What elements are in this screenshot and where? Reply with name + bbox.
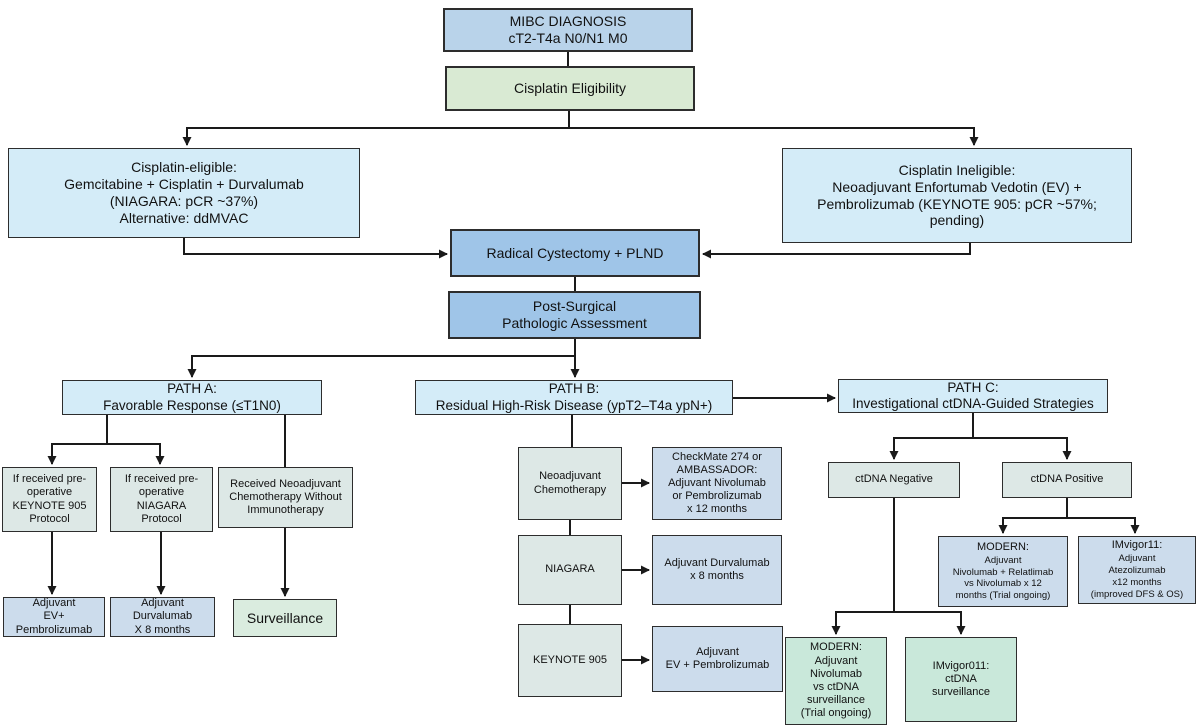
- node-adjuvant-ev-pembrolizumab: Adjuvant EV+ Pembrolizumab: [3, 597, 105, 637]
- node-body: Adjuvant Nivolumab + Relatlimab vs Nivol…: [952, 554, 1054, 602]
- node-cisplatin-eligibility: Cisplatin Eligibility: [445, 66, 695, 111]
- node-title: MODERN:: [977, 540, 1029, 553]
- node-cisplatin-eligible: Cisplatin-eligible: Gemcitabine + Cispla…: [8, 148, 360, 238]
- node-modern-nivolumab-relatlimab: MODERN: Adjuvant Nivolumab + Relatlimab …: [938, 536, 1068, 607]
- node-ctdna-negative: ctDNA Negative: [828, 462, 960, 498]
- node-adjuvant-durvalumab-pathb: Adjuvant Durvalumab x 8 months: [652, 535, 782, 605]
- node-pre-op-keynote905-protocol: If received pre- operative KEYNOTE 905 P…: [2, 467, 97, 532]
- node-adjuvant-ev-pembrolizumab-pathb: Adjuvant EV + Pembrolizumab: [652, 626, 783, 692]
- node-radical-cystectomy-plnd: Radical Cystectomy + PLND: [450, 229, 700, 277]
- node-path-a-header: PATH A: Favorable Response (≤T1N0): [62, 380, 322, 415]
- node-body: Adjuvant Atezolizumab x12 months (improv…: [1090, 553, 1184, 600]
- node-title: IMvigor11:: [1111, 539, 1163, 552]
- node-keynote905: KEYNOTE 905: [518, 624, 622, 697]
- node-modern-nivolumab-vs-ctdna-surveillance: MODERN: Adjuvant Nivolumab vs ctDNA surv…: [785, 637, 887, 725]
- node-imvigor011-ctdna-surveillance: IMvigor011: ctDNA surveillance: [905, 637, 1017, 722]
- node-cisplatin-ineligible: Cisplatin Ineligible: Neoadjuvant Enfort…: [782, 148, 1132, 243]
- node-path-c-header: PATH C: Investigational ctDNA-Guided Str…: [838, 379, 1108, 413]
- node-ctdna-positive: ctDNA Positive: [1002, 462, 1132, 498]
- node-pre-op-niagara-protocol: If received pre- operative NIAGARA Proto…: [110, 467, 213, 532]
- node-neoadjuvant-chemotherapy: Neoadjuvant Chemotherapy: [518, 447, 622, 520]
- node-path-b-header: PATH B: Residual High-Risk Disease (ypT2…: [415, 380, 733, 415]
- node-imvigor11-atezolizumab: IMvigor11: Adjuvant Atezolizumab x12 mon…: [1078, 536, 1196, 604]
- node-adjuvant-durvalumab-8-months: Adjuvant Durvalumab X 8 months: [110, 597, 215, 637]
- node-niagara: NIAGARA: [518, 535, 622, 605]
- node-neoadjuvant-chemo-without-immunotherapy: Received Neoadjuvant Chemotherapy Withou…: [218, 467, 353, 528]
- node-checkmate274-ambassador: CheckMate 274 or AMBASSADOR: Adjuvant Ni…: [652, 447, 782, 520]
- node-post-surgical-pathologic-assessment: Post-Surgical Pathologic Assessment: [448, 291, 701, 339]
- node-mibc-diagnosis: MIBC DIAGNOSIS cT2-T4a N0/N1 M0: [443, 8, 693, 52]
- node-surveillance: Surveillance: [233, 599, 337, 637]
